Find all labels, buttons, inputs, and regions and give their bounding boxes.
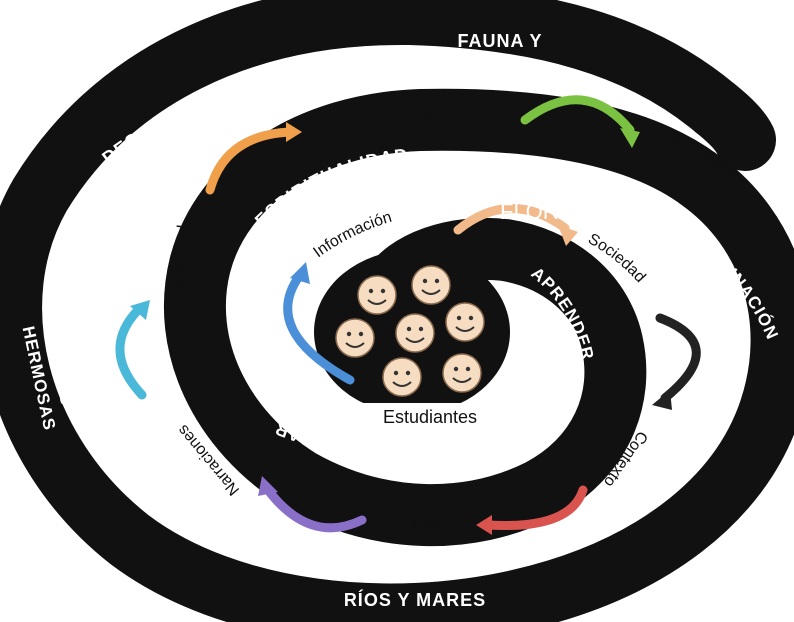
face-icon: [445, 302, 485, 342]
label-fauna-flora-2: FLORA: [457, 54, 524, 74]
center-label: Estudiantes: [383, 407, 477, 427]
arrow-blue: [283, 270, 355, 385]
word-cultura: Cultura y: [388, 516, 452, 533]
center-label-bg: [360, 403, 500, 429]
cycle-arrows: [115, 95, 701, 535]
face-icon: [382, 357, 422, 397]
student-faces: [335, 265, 485, 397]
word-musica: música: [395, 496, 446, 513]
arrow-cyan: [115, 305, 147, 400]
arrow-orange: [205, 127, 295, 195]
arrow-green-head: [620, 128, 640, 148]
overlay-text-box: FAUNA Y FLORA: [500, 176, 650, 224]
face-icon: [411, 265, 451, 305]
arrow-black: [655, 313, 701, 403]
arrow-black-head: [652, 390, 672, 410]
label-rios-mares: RÍOS Y MARES: [344, 589, 486, 610]
arrow-blue-head: [290, 262, 310, 284]
face-icon: [395, 313, 435, 353]
arrow-purple: [263, 485, 367, 533]
arrow-peach-head: [558, 225, 578, 246]
arrow-orange-head: [286, 122, 302, 142]
word-representaciones: Representaciones: [337, 102, 482, 122]
arrow-purple-head: [258, 476, 278, 496]
face-icon: [357, 275, 397, 315]
arrow-red: [483, 485, 588, 531]
arrow-red-head: [476, 515, 492, 535]
face-icon: [442, 353, 482, 393]
label-fauna-flora-1: FAUNA Y: [457, 31, 542, 51]
arrow-peach: [453, 204, 570, 235]
arrow-green: [520, 95, 635, 135]
arrow-cyan-head: [130, 300, 150, 320]
face-icon: [335, 318, 375, 358]
overlay-line-1: FAUNA Y: [500, 176, 593, 200]
overlay-line-2: FLORA: [500, 199, 574, 224]
